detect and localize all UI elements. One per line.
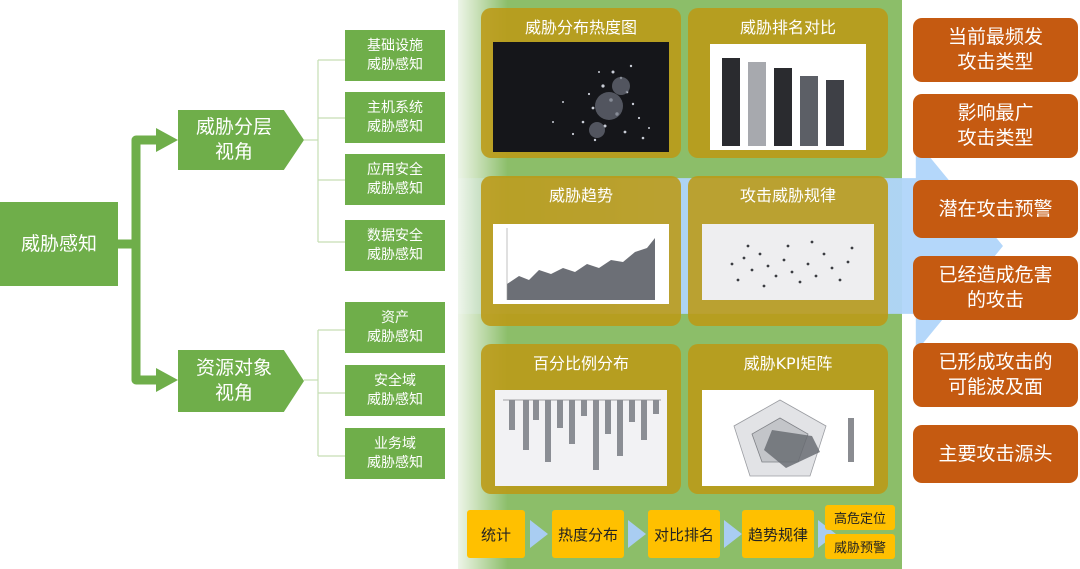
step-compare-rank: 对比排名 <box>648 510 720 558</box>
step-arrow-icon <box>628 520 646 548</box>
card-title: 威胁KPI矩阵 <box>743 354 833 373</box>
card-title: 百分比例分布 <box>532 354 629 373</box>
leaf-host-system: 主机系统 威胁感知 <box>345 92 445 143</box>
card-title: 威胁趋势 <box>548 186 613 205</box>
bar-chart-icon <box>710 44 866 150</box>
output-main-source: 主要攻击源头 <box>913 425 1078 483</box>
output-most-frequent: 当前最频发 攻击类型 <box>913 18 1078 82</box>
radar-chart-icon <box>702 390 874 486</box>
card-pattern: 攻击威胁规律 <box>688 176 888 326</box>
output-affected-scope: 已形成攻击的 可能波及面 <box>913 343 1078 407</box>
leaf-app-security: 应用安全 威胁感知 <box>345 154 445 205</box>
card-percent: 百分比例分布 <box>481 344 681 494</box>
step-threat-warning: 威胁预警 <box>825 534 895 559</box>
step-arrow-icon <box>530 520 548 548</box>
output-caused-harm: 已经造成危害 的攻击 <box>913 256 1078 320</box>
leaf-business-domain: 业务域 威胁感知 <box>345 428 445 479</box>
card-ranking: 威胁排名对比 <box>688 8 888 158</box>
area-chart-icon <box>493 224 669 304</box>
output-widest-impact: 影响最广 攻击类型 <box>913 94 1078 158</box>
perspective-layered: 威胁分层 视角 <box>178 110 304 170</box>
leaf-asset: 资产 威胁感知 <box>345 302 445 353</box>
scatter-plot-icon <box>702 224 874 300</box>
leaf-data-security: 数据安全 威胁感知 <box>345 220 445 271</box>
threat-perception-root: 威胁感知 <box>0 202 118 286</box>
leaf-security-domain: 安全域 威胁感知 <box>345 365 445 416</box>
step-high-risk-locate: 高危定位 <box>825 505 895 530</box>
heatmap-map-icon <box>493 42 669 152</box>
card-trend: 威胁趋势 <box>481 176 681 326</box>
output-potential-warning: 潜在攻击预警 <box>913 180 1078 238</box>
root-label: 威胁感知 <box>20 232 97 255</box>
leaf-infrastructure: 基础设施 威胁感知 <box>345 30 445 81</box>
step-heat-distribution: 热度分布 <box>552 510 624 558</box>
card-heatmap: 威胁分布热度图 <box>481 8 681 158</box>
waterfall-chart-icon <box>495 390 667 486</box>
card-title: 攻击威胁规律 <box>739 186 836 205</box>
perspective-resource: 资源对象 视角 <box>178 350 304 412</box>
step-arrow-icon <box>724 520 742 548</box>
tree-connectors <box>118 59 345 457</box>
card-kpi: 威胁KPI矩阵 <box>688 344 888 494</box>
card-title: 威胁分布热度图 <box>524 18 637 37</box>
card-title: 威胁排名对比 <box>739 18 836 37</box>
step-trend-pattern: 趋势规律 <box>742 510 814 558</box>
step-statistics: 统计 <box>467 510 525 558</box>
